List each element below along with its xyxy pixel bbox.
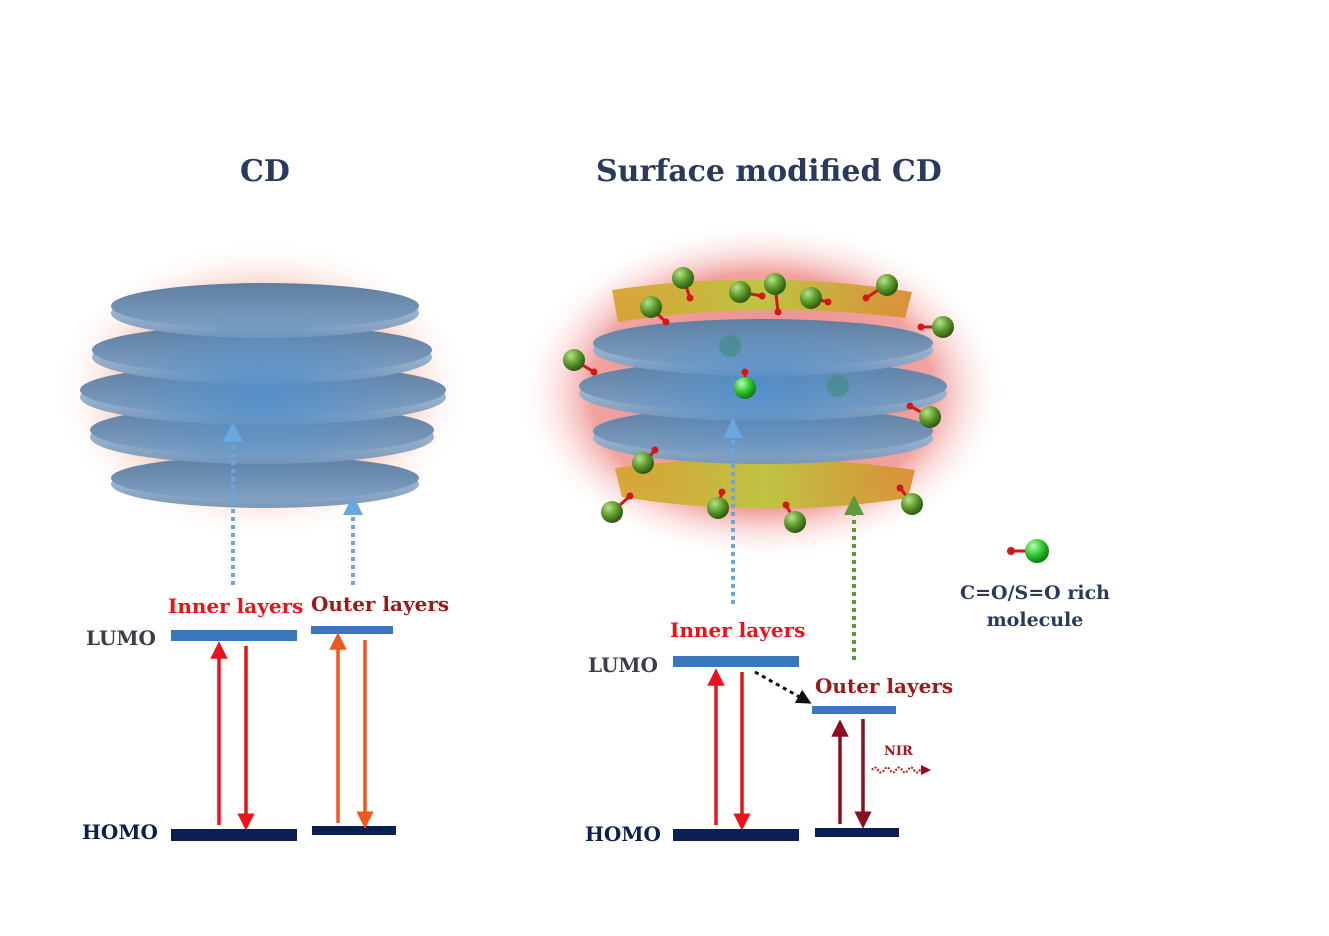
molecule (862, 274, 898, 302)
nir-wavy-arrow (871, 765, 931, 775)
smcd-inner-homo-level (673, 829, 799, 841)
smcd-homo-label: HOMO (585, 822, 661, 846)
smcd-bottom-shell (615, 458, 915, 509)
cd-inner-layers-label: Inner layers (168, 594, 304, 618)
nir-label: NIR (884, 744, 913, 759)
molecule (906, 402, 941, 428)
smcd-outer-lumo-level (812, 706, 896, 714)
molecule (640, 296, 670, 326)
smcd-outer-homo-level (815, 828, 899, 837)
legend-line-2: molecule (986, 609, 1084, 631)
molecule (601, 492, 634, 523)
smcd-lumo-label: LUMO (588, 653, 658, 677)
smcd-disk-stack (579, 315, 947, 465)
smcd-inner-layers-label: Inner layers (670, 618, 806, 642)
smcd-inner-lumo-level (673, 656, 799, 667)
cd-inner-lumo-level (171, 630, 297, 641)
cd-outer-lumo-level (311, 626, 393, 634)
cd-inner-homo-level (171, 829, 297, 841)
molecule (827, 375, 849, 397)
molecule (764, 273, 786, 316)
smcd-outer-layers-label: Outer layers (815, 674, 954, 698)
smcd-core-glow (613, 315, 913, 465)
cd-lumo-label: LUMO (86, 626, 156, 650)
cd-outer-layers-label: Outer layers (311, 592, 450, 616)
surface-modified-cd-particle (517, 222, 1007, 562)
legend-line-1: C=O/S=O rich (960, 582, 1110, 604)
cd-disk-stack (80, 283, 446, 508)
molecule (707, 488, 729, 519)
molecule (729, 281, 766, 303)
molecule (632, 446, 659, 474)
molecule (896, 484, 923, 515)
cd-title: CD (240, 154, 290, 189)
smcd-surface-molecules (563, 267, 954, 533)
molecule (672, 267, 694, 302)
molecule (719, 335, 741, 357)
legend-molecule-icon (1007, 539, 1049, 563)
molecule (782, 501, 806, 533)
cd-particle (52, 240, 472, 540)
cd-homo-label: HOMO (82, 820, 158, 844)
molecule (800, 287, 832, 309)
cd-core-glow (112, 305, 412, 485)
molecule (563, 349, 598, 376)
smcd-charge-transfer-arrow (754, 670, 812, 704)
legend-text: C=O/S=O rich molecule (960, 580, 1110, 634)
surface-modified-cd-title: Surface modified CD (596, 154, 942, 189)
molecule (917, 316, 954, 338)
molecule (734, 368, 756, 399)
cd-outer-homo-level (312, 826, 396, 835)
